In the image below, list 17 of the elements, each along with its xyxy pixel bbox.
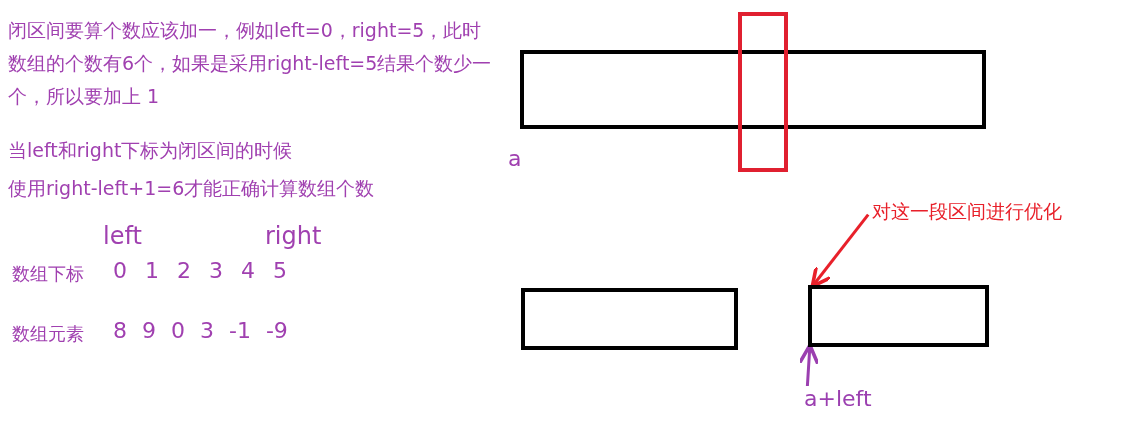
arrow: [798, 343, 820, 387]
row-label: 数组元素: [12, 322, 84, 346]
annotation-text: 对这一段区间进行优化: [872, 199, 1062, 225]
annotation-text: a+left: [804, 386, 872, 411]
highlight-frame: [738, 12, 788, 172]
array-name: a: [508, 146, 522, 171]
array-bar: [520, 50, 986, 129]
row-label: 数组下标: [12, 262, 84, 286]
index-values: 0 1 2 3 4 5: [113, 258, 287, 283]
index-label: left: [103, 222, 142, 250]
segment-bar: [808, 285, 989, 347]
note-text: 当left和right下标为闭区间的时候: [8, 138, 293, 163]
element-values: 8 9 0 3 -1 -9: [113, 318, 288, 343]
note-text: 使用right-left+1=6才能正确计算数组个数: [8, 176, 375, 201]
note-text: 闭区间要算个数应该加一，例如left=0，right=5，此时数组的个数有6个，如果是采用right-left=5结果个数少一个，所以要加上 1: [8, 18, 493, 109]
index-label: right: [265, 222, 322, 250]
segment-bar: [521, 288, 738, 350]
